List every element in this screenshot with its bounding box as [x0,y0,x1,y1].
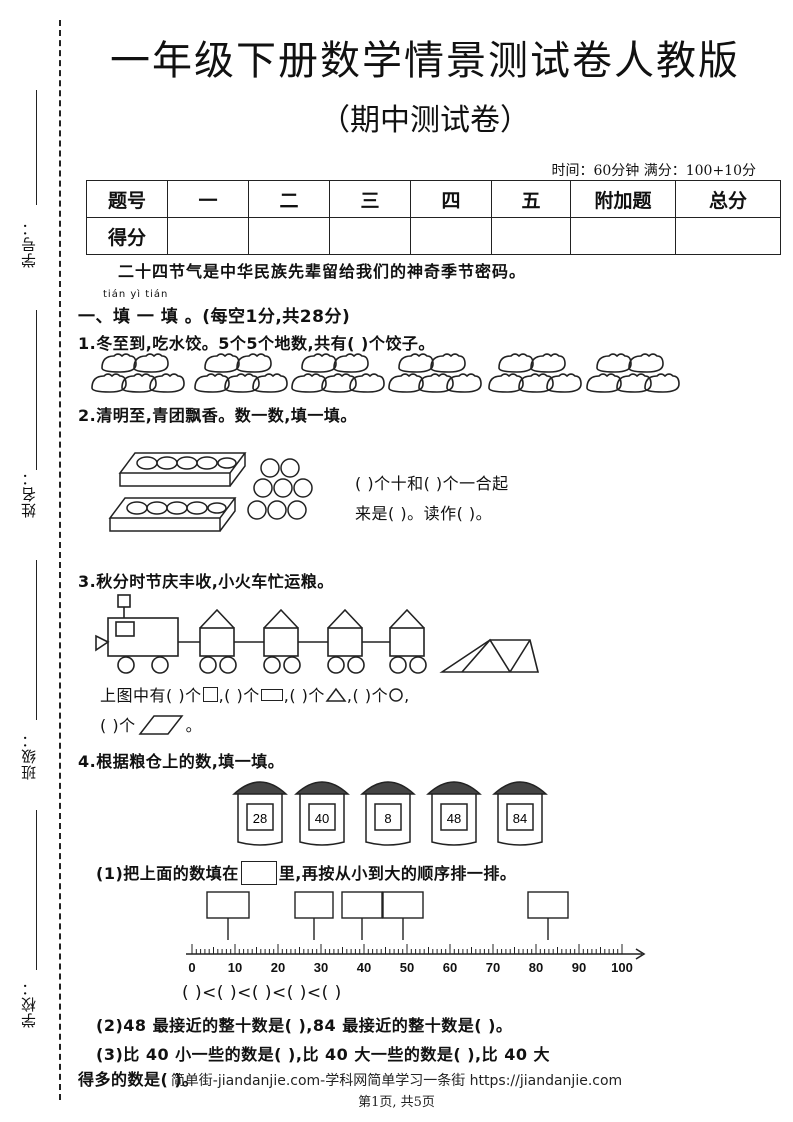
section-pinyin: tián yì tián [103,289,169,300]
question-4-2: (2)48 最接近的整十数是( ),84 最接近的整十数是( )。 [96,1016,513,1035]
time-info: 时间：60分钟 满分：100+10分 [551,163,756,179]
intro-text: 二十四节气是中华民族先辈留给我们的神奇季节密码。 [118,262,527,281]
circle-icon [389,688,403,702]
page-number: 第1页, 共5页 [358,1095,435,1110]
tick-label: 50 [400,960,414,975]
question-4-1: (1)把上面的数填在 里,再按从小到大的顺序排一排。 [96,860,516,885]
answer-box[interactable] [206,891,250,919]
train-illustration [95,594,540,674]
question-4-3: (3)比 40 小一些的数是( ),比 40 大一些的数是( ),比 40 大 [96,1045,551,1064]
q3-text: 上图中有( )个 [100,686,202,705]
answer-box[interactable] [382,891,424,919]
score-table-score-row: 得分 [86,217,781,255]
q3-text: ,( )个 [218,686,260,705]
score-input-cell[interactable] [491,217,571,255]
answer-box-icon [240,861,277,885]
q3-text: ,( )个 [346,686,389,705]
binding-dashed-line [59,20,61,1100]
qingtuan-trays-illustration [108,452,313,532]
answer-box[interactable] [527,891,569,919]
silo-number: 40 [315,811,329,826]
table-cell: 附加题 [570,180,676,218]
tick-label: 70 [486,960,500,975]
tick-label: 90 [572,960,586,975]
q3-text: 。 [185,716,203,735]
footer-watermark: 简单街-jiandanjie.com-学科网简单学习一条街 https://ji… [170,1073,623,1089]
order-line: ( )<( )<( )<( )<( ) [182,983,342,1003]
question-4-3-continued: 得多的数是( )。 [78,1070,199,1089]
question-3: 3.秋分时节庆丰收,小火车忙运粮。 [78,572,334,591]
name-label: 姓名： [20,470,38,518]
tick-label: 20 [271,960,285,975]
page-title: 一年级下册数学情景测试卷人教版 [110,38,740,84]
score-table: 题号 一 二 三 四 五 附加题 总分 得分 [86,180,781,255]
tick-label: 80 [529,960,543,975]
silo-number: 8 [384,811,391,826]
tick-label: 40 [357,960,371,975]
tick-label: 0 [188,960,195,975]
score-input-cell[interactable] [167,217,249,255]
square-icon [202,687,218,702]
score-input-cell[interactable] [675,217,781,255]
class-label: 班级： [20,732,38,780]
question-4: 4.根据粮仓上的数,填一填。 [78,752,285,771]
tick-label: 30 [314,960,328,975]
score-table-header-row: 题号 一 二 三 四 五 附加题 总分 [86,180,781,218]
question-2-line-1: ( )个十和( )个一合起 [355,474,509,493]
page-subtitle: （期中测试卷） [320,103,530,138]
number-line: 0 10 20 30 40 50 60 70 80 90 100 [186,891,646,975]
dumplings-illustration [90,350,680,398]
tick-label: 100 [611,960,633,975]
table-cell: 五 [491,180,571,218]
triangle-icon [325,687,347,702]
q4-1-text: (1)把上面的数填在 [96,864,239,883]
score-input-cell[interactable] [329,217,411,255]
parallelogram-icon [138,715,184,735]
score-input-cell[interactable] [248,217,330,255]
question-2: 2.清明至,青团飘香。数一数,填一填。 [78,406,357,425]
tick-label: 10 [228,960,242,975]
table-cell: 二 [248,180,330,218]
granaries-illustration: 28 40 8 48 84 [233,781,547,846]
table-cell: 得分 [86,217,168,255]
student-id-label: 学号： [20,220,38,268]
school-label: 学校： [20,980,38,1028]
tick-label: 60 [443,960,457,975]
q4-1-text: 里,再按从小到大的顺序排一排。 [278,864,517,883]
silo-number: 84 [513,811,527,826]
rectangle-icon [260,689,283,701]
q3-text: ,( )个 [283,686,325,705]
question-1: 1.冬至到,吃水饺。5个5个地数,共有( )个饺子。 [78,334,435,353]
table-cell: 四 [410,180,492,218]
score-input-cell[interactable] [410,217,492,255]
question-3-line-1: 上图中有( )个 ,( )个 ,( )个 ,( )个, [100,682,410,706]
silo-number: 28 [253,811,267,826]
school-line [36,810,37,970]
answer-box[interactable] [294,891,334,919]
answer-box[interactable] [341,891,383,919]
table-cell: 题号 [86,180,168,218]
table-cell: 一 [167,180,249,218]
name-line [36,310,37,470]
table-cell: 总分 [675,180,781,218]
silo-number: 48 [447,811,461,826]
q3-text: ( )个 [100,716,136,735]
student-id-line [36,90,37,205]
q3-text: , [404,686,410,705]
question-3-line-2: ( )个 。 [100,712,202,736]
table-cell: 三 [329,180,411,218]
score-input-cell[interactable] [570,217,676,255]
question-2-line-2: 来是( )。读作( )。 [355,504,493,523]
class-line [36,560,37,720]
section-heading: 一、填 一 填 。(每空1分,共28分) [78,307,351,327]
